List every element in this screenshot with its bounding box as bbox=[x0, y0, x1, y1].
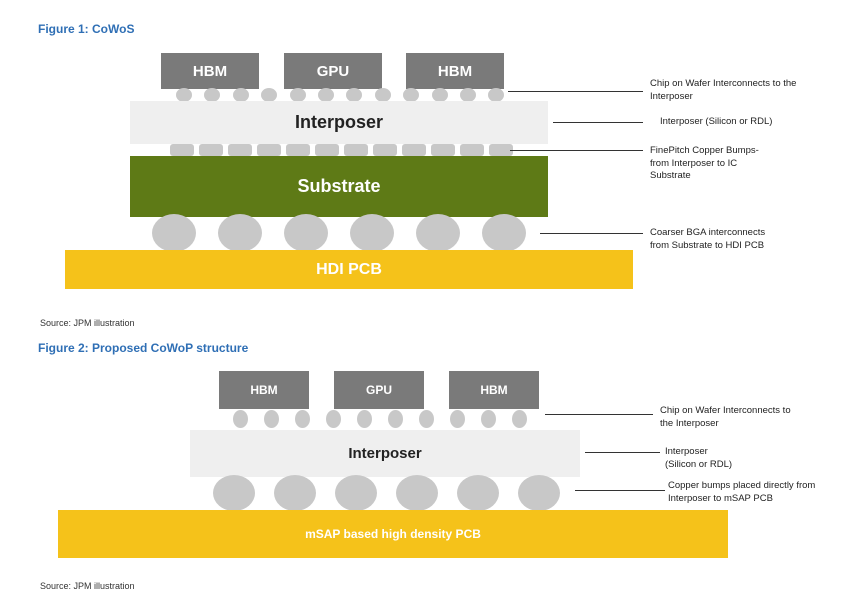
micro-bump bbox=[318, 88, 334, 102]
figure2-note-copper-bumps: Copper bumps placed directly from Interp… bbox=[668, 480, 816, 504]
micro-bump bbox=[460, 88, 476, 102]
bga-ball bbox=[284, 214, 328, 252]
figure1-leader-4 bbox=[540, 233, 643, 234]
figure1-leader-1 bbox=[508, 91, 643, 92]
fine-pitch-bump bbox=[460, 144, 484, 156]
copper-bump bbox=[518, 475, 560, 511]
figure2-leader-1 bbox=[545, 414, 653, 415]
micro-bump bbox=[419, 410, 434, 428]
figure2-chip-hbm-left: HBM bbox=[219, 371, 309, 409]
figure1-leader-3 bbox=[510, 150, 643, 151]
copper-bump bbox=[213, 475, 255, 511]
micro-bump bbox=[204, 88, 221, 102]
figure1-leader-2 bbox=[553, 122, 643, 123]
figure1-note-cow-interconnects: Chip on Wafer Interconnects to the Inter… bbox=[650, 78, 797, 102]
fine-pitch-bump bbox=[489, 144, 513, 156]
fine-pitch-bump bbox=[315, 144, 339, 156]
fine-pitch-bump bbox=[344, 144, 368, 156]
fine-pitch-bump bbox=[286, 144, 310, 156]
micro-bump bbox=[357, 410, 372, 428]
micro-bump bbox=[403, 88, 420, 102]
micro-bump bbox=[374, 88, 391, 102]
fine-pitch-bump bbox=[170, 144, 194, 156]
micro-bump bbox=[295, 410, 310, 428]
figure2-leader-3 bbox=[575, 490, 665, 491]
fine-pitch-bump bbox=[199, 144, 223, 156]
micro-bump bbox=[289, 88, 306, 102]
bga-ball bbox=[482, 214, 526, 252]
fine-pitch-bump bbox=[228, 144, 252, 156]
bga-ball bbox=[416, 214, 460, 252]
figure2-chip-hbm-right: HBM bbox=[449, 371, 539, 409]
micro-bump bbox=[450, 410, 465, 428]
figure2-source: Source: JPM illustration bbox=[40, 581, 135, 591]
micro-bump bbox=[264, 410, 279, 428]
figure2-title: Figure 2: Proposed CoWoP structure bbox=[38, 341, 249, 355]
micro-bump bbox=[232, 88, 249, 102]
figure1-chip-hbm-right: HBM bbox=[406, 53, 504, 89]
figure1-hdi-pcb: HDI PCB bbox=[65, 250, 633, 289]
figure2-msap-pcb: mSAP based high density PCB bbox=[58, 510, 728, 558]
copper-bump bbox=[396, 475, 438, 511]
micro-bump bbox=[176, 88, 192, 102]
figure1-note-finepitch: FinePitch Copper Bumps- from Interposer … bbox=[650, 145, 759, 181]
figure1-note-bga: Coarser BGA interconnects from Substrate… bbox=[650, 227, 766, 251]
micro-bump bbox=[388, 410, 403, 428]
micro-bump bbox=[233, 410, 248, 428]
figure2-leader-2 bbox=[585, 452, 660, 453]
copper-bump bbox=[335, 475, 377, 511]
micro-bump bbox=[488, 88, 505, 102]
figure1-chip-hbm-left: HBM bbox=[161, 53, 259, 89]
figure2-note-interposer: Interposer (Silicon or RDL) bbox=[665, 446, 733, 470]
micro-bump bbox=[326, 410, 341, 428]
fine-pitch-bump bbox=[431, 144, 455, 156]
micro-bump bbox=[481, 410, 496, 428]
micro-bump bbox=[431, 88, 448, 102]
copper-bump bbox=[457, 475, 499, 511]
figure2-chip-gpu: GPU bbox=[334, 371, 424, 409]
figure1-substrate: Substrate bbox=[130, 156, 548, 217]
copper-bump bbox=[274, 475, 316, 511]
figure1-note-interposer: Interposer (Silicon or RDL) bbox=[660, 116, 773, 127]
figure1-chip-gpu: GPU bbox=[284, 53, 382, 89]
figure1-title: Figure 1: CoWoS bbox=[38, 22, 135, 36]
figure1-source: Source: JPM illustration bbox=[40, 318, 135, 328]
fine-pitch-bump bbox=[257, 144, 281, 156]
bga-ball bbox=[350, 214, 394, 252]
fine-pitch-bump bbox=[402, 144, 426, 156]
figure1-interposer: Interposer bbox=[130, 101, 548, 144]
micro-bump bbox=[346, 88, 363, 102]
micro-bump bbox=[261, 88, 278, 102]
bga-ball bbox=[152, 214, 196, 252]
fine-pitch-bump bbox=[373, 144, 397, 156]
figure2-note-cow-interconnects: Chip on Wafer Interconnects to the Inter… bbox=[660, 405, 791, 429]
micro-bump bbox=[512, 410, 527, 428]
bga-ball bbox=[218, 214, 262, 252]
figure2-interposer: Interposer bbox=[190, 430, 580, 477]
